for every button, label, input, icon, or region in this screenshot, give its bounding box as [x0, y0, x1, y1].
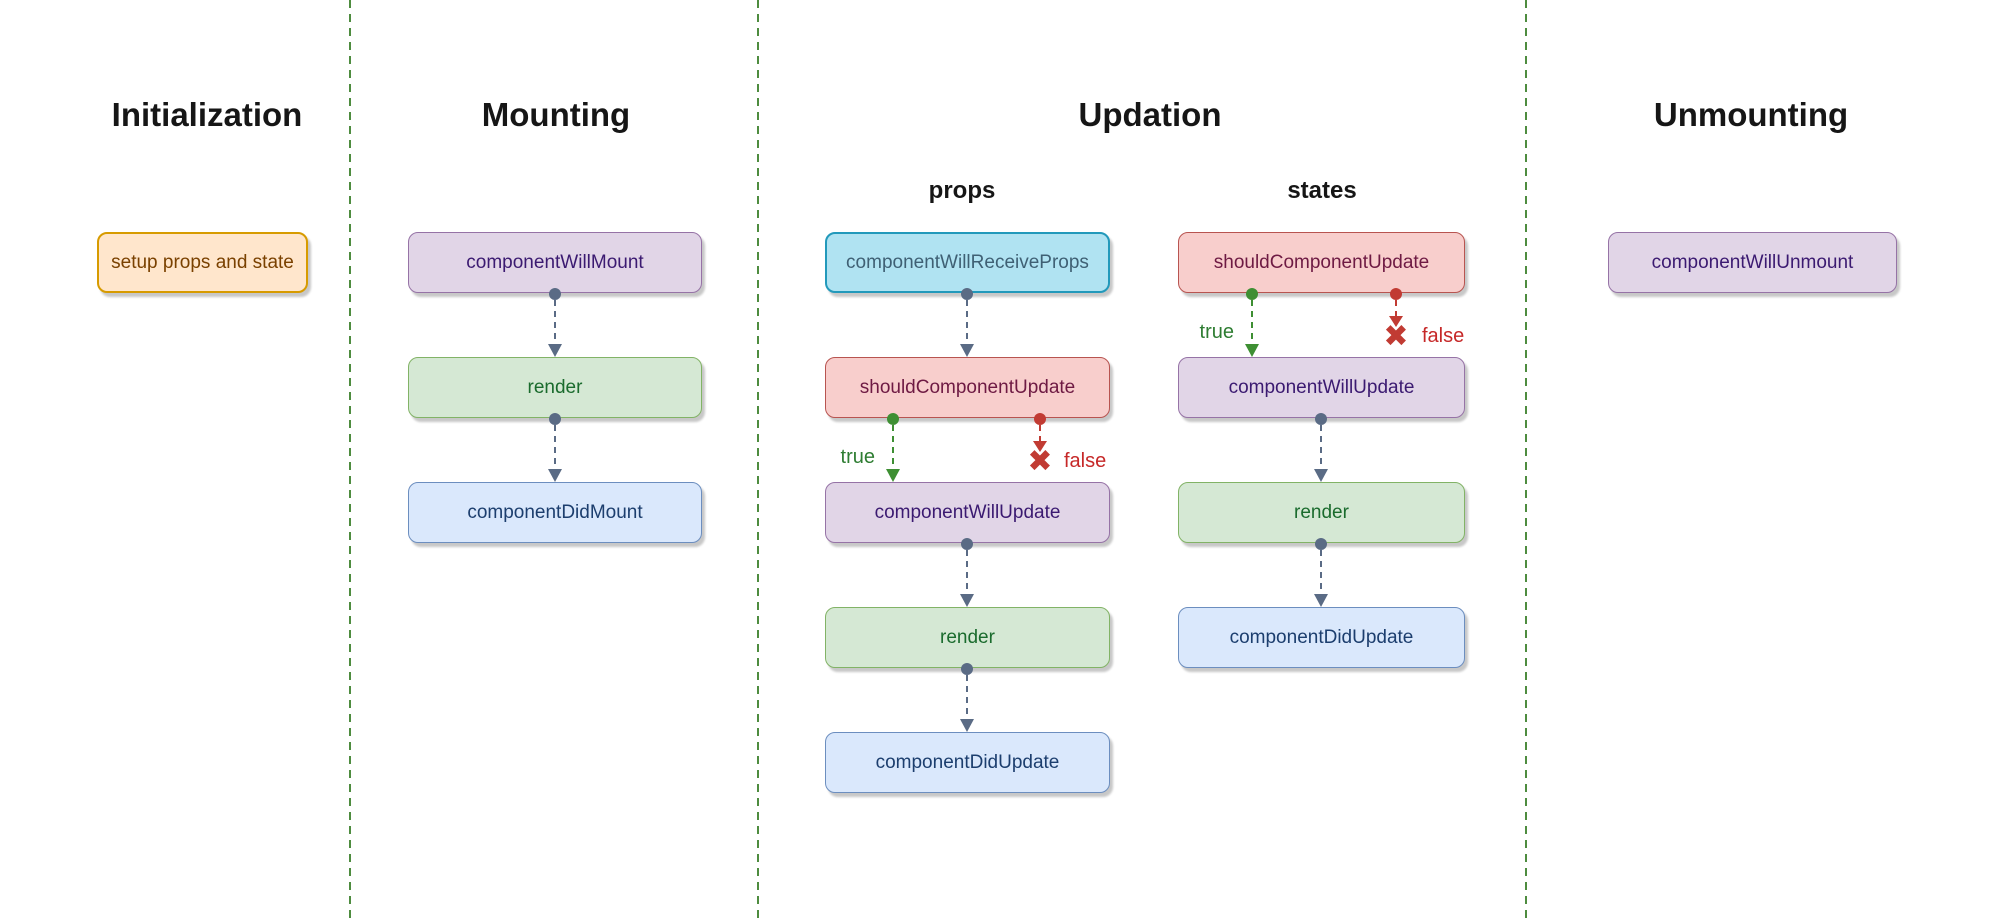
- arrowhead-down-icon: [960, 594, 974, 607]
- connector-line: [892, 425, 894, 469]
- node-label: componentDidUpdate: [1229, 626, 1414, 648]
- arrowhead-down-icon: [548, 344, 562, 357]
- node-label: componentWillUpdate: [1228, 376, 1415, 398]
- connector-line: [966, 300, 968, 344]
- node-states-should-component-update: shouldComponentUpdate: [1178, 232, 1465, 293]
- branch-label-true: true: [840, 446, 875, 468]
- node-component-did-mount: componentDidMount: [408, 482, 702, 543]
- arrowhead-down-icon: [960, 344, 974, 357]
- arrowhead-down-icon: [960, 719, 974, 732]
- node-setup-props-and-state: setup props and state: [97, 232, 308, 293]
- connector-dot: [1246, 288, 1258, 300]
- node-component-will-mount: componentWillMount: [408, 232, 702, 293]
- arrowhead-down-icon: [1314, 469, 1328, 482]
- connector-dot: [961, 288, 973, 300]
- subcolumn-title-states: states: [1287, 177, 1357, 204]
- node-states-component-will-update: componentWillUpdate: [1178, 357, 1465, 418]
- node-component-will-receive-props: componentWillReceiveProps: [825, 232, 1110, 293]
- node-props-component-did-update: componentDidUpdate: [825, 732, 1110, 793]
- connector-dot: [1390, 288, 1402, 300]
- connector-dot: [1034, 413, 1046, 425]
- connector-line: [966, 675, 968, 719]
- connector-line: [966, 550, 968, 594]
- phase-title-initialization: Initialization: [111, 96, 303, 133]
- connector-dot: [961, 538, 973, 550]
- connector-dot: [961, 663, 973, 675]
- branch-label-true: true: [1199, 321, 1234, 343]
- connector-dot: [1315, 538, 1327, 550]
- node-label: componentWillUpdate: [874, 501, 1061, 523]
- node-label: shouldComponentUpdate: [1213, 251, 1430, 273]
- subcolumn-title-props: props: [928, 177, 996, 204]
- node-label: setup props and state: [111, 251, 294, 273]
- node-props-component-will-update: componentWillUpdate: [825, 482, 1110, 543]
- x-mark-icon: ✖: [1027, 444, 1053, 479]
- node-props-should-component-update: shouldComponentUpdate: [825, 357, 1110, 418]
- branch-label-false: false: [1422, 325, 1465, 347]
- arrowhead-down-icon: [886, 469, 900, 482]
- connector-dot: [549, 413, 561, 425]
- phase-title-updation: Updation: [1078, 96, 1222, 133]
- node-label: render: [940, 626, 995, 648]
- arrowhead-down-icon: [1033, 441, 1047, 452]
- x-mark-icon: ✖: [1383, 319, 1409, 354]
- node-component-will-unmount: componentWillUnmount: [1608, 232, 1897, 293]
- connector-line: [1320, 550, 1322, 594]
- node-label: componentWillUnmount: [1651, 251, 1854, 273]
- node-states-component-did-update: componentDidUpdate: [1178, 607, 1465, 668]
- phase-title-unmounting: Unmounting: [1653, 96, 1849, 133]
- node-label: shouldComponentUpdate: [859, 376, 1076, 398]
- node-props-render: render: [825, 607, 1110, 668]
- branch-label-false: false: [1064, 450, 1107, 472]
- node-states-render: render: [1178, 482, 1465, 543]
- node-label: componentDidMount: [467, 501, 643, 523]
- connector-dot: [1315, 413, 1327, 425]
- connector-dot: [549, 288, 561, 300]
- connector-dot: [887, 413, 899, 425]
- phase-separator-2: [757, 0, 759, 924]
- node-label: componentDidUpdate: [875, 751, 1060, 773]
- node-mounting-render: render: [408, 357, 702, 418]
- phase-separator-1: [349, 0, 351, 924]
- phase-separator-3: [1525, 0, 1527, 924]
- connector-line: [1039, 425, 1041, 441]
- connector-line: [1251, 300, 1253, 344]
- node-label: componentWillReceiveProps: [846, 251, 1089, 273]
- node-label: render: [527, 376, 583, 398]
- node-label: render: [1294, 501, 1349, 523]
- arrowhead-down-icon: [1314, 594, 1328, 607]
- connector-line: [1320, 425, 1322, 469]
- connector-line: [554, 425, 556, 469]
- connector-line: [1395, 300, 1397, 316]
- connector-line: [554, 300, 556, 344]
- phase-title-mounting: Mounting: [481, 96, 631, 133]
- arrowhead-down-icon: [1389, 316, 1403, 327]
- arrowhead-down-icon: [548, 469, 562, 482]
- node-label: componentWillMount: [466, 251, 644, 273]
- arrowhead-down-icon: [1245, 344, 1259, 357]
